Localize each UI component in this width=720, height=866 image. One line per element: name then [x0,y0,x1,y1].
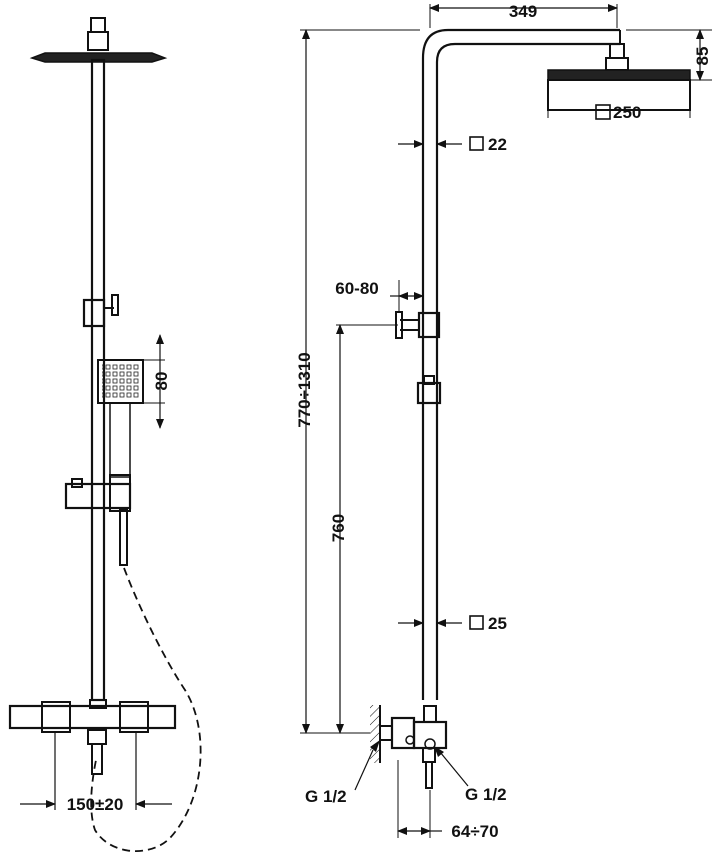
inlet-right-label: G 1/2 [465,785,507,804]
wall-offset-label: 64÷70 [451,822,498,841]
upper-pipe-label: 22 [488,135,507,154]
handshower-size-label: 80 [152,372,171,391]
hose-dashed [90,567,202,852]
thermostatic-mixer-front [8,704,177,730]
inlet-spacing-label: 150±20 [67,795,124,814]
thermostatic-mixer-side [412,720,448,750]
head-height-label: 85 [693,47,712,66]
head-offset-label: 349 [509,2,537,21]
head-size-label: 250 [613,103,641,122]
inlet-left-label: G 1/2 [305,787,347,806]
front-view: 80 150±20 [8,17,202,852]
side-view: 250 349 85 22 60-80 25 [295,2,712,841]
arm-length-label: 60-80 [335,279,378,298]
lower-pipe-label: 25 [488,614,507,633]
total-height-label: 770÷1310 [295,352,314,428]
rain-head-side [547,79,691,111]
riser-pipe-side [421,28,620,700]
outlet-height-label: 760 [329,514,348,542]
rain-head-front [29,52,168,63]
